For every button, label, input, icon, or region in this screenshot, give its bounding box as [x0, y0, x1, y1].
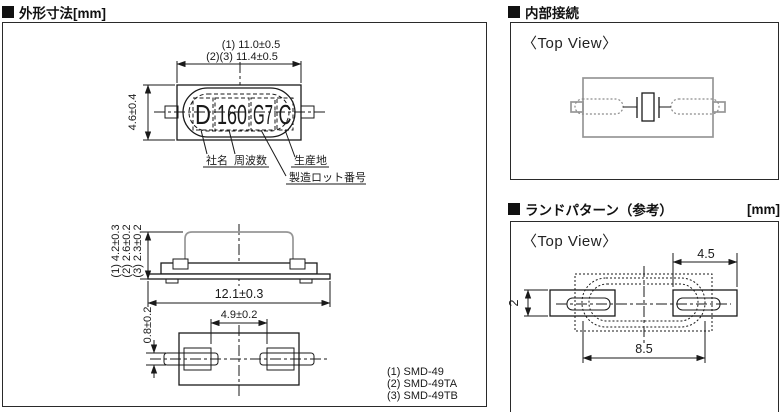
dim-pad-height: 2 — [507, 299, 521, 306]
internal-connection-diagram — [570, 77, 726, 138]
label-lot: 製造ロット番号 — [289, 170, 366, 184]
marking-origin-code: C — [279, 99, 292, 130]
dim-lead-height: 0.8±0.2 — [142, 307, 154, 344]
land-pattern-diagram: 4.5 8.5 2 — [507, 247, 738, 363]
land-pad-left — [549, 289, 616, 317]
marking-lot-code: G7 — [253, 99, 273, 130]
land-topview-label: 〈Top View〉 — [522, 233, 618, 250]
package-outline — [176, 84, 302, 141]
crystal-symbol — [641, 92, 655, 122]
bottom-lead-right — [259, 352, 315, 366]
lead-footprint-right — [676, 297, 721, 311]
outline-drawing: D 160 G7 C (1) 11.0±0.5 (2)(3) 11.4±0.5 … — [110, 39, 458, 402]
metal-cap — [184, 231, 294, 263]
label-origin: 生産地 — [294, 153, 327, 167]
bottom-lead-left — [163, 352, 219, 366]
outline-section-title: 外形寸法[mm] — [19, 6, 106, 21]
top-view-drawing: D 160 G7 C (1) 11.0±0.5 (2)(3) 11.4±0.5 … — [127, 39, 366, 185]
package-type-notes: (1) SMD-49 (2) SMD-49TA (3) SMD-49TB — [387, 366, 458, 402]
section-marker-icon — [508, 6, 520, 18]
dim-pad-pitch: 8.5 — [635, 342, 652, 356]
land-section-header: ランドパターン（参考） [mm] — [508, 199, 780, 219]
internal-pad-right — [670, 98, 720, 115]
component-outline-hidden — [574, 273, 713, 332]
bottom-lead-right-pad — [266, 347, 295, 371]
internal-topview-label: 〈Top View〉 — [522, 35, 618, 52]
dim-height-3: (3) 2.3±0.2 — [132, 224, 144, 277]
marking-company-code: D — [195, 99, 211, 130]
land-pattern-drawing: 4.5 8.5 2 — [507, 247, 738, 363]
land-section-title: ランドパターン（参考） — [525, 203, 673, 218]
outline-panel — [2, 22, 487, 407]
dim-body-width-1: (1) 11.0±0.5 — [222, 39, 280, 51]
bottom-lead-left-pad — [183, 347, 212, 371]
note-smd49tb: (3) SMD-49TB — [387, 390, 458, 402]
outline-section-header: 外形寸法[mm] — [2, 2, 106, 22]
dim-height-2: (2) 2.6±0.2 — [121, 224, 133, 277]
marking-frequency-code: 160 — [217, 99, 247, 130]
internal-section-title: 内部接続 — [525, 6, 579, 21]
land-pad-right — [672, 289, 738, 317]
land-section-unit: [mm] — [747, 201, 780, 217]
bottom-view-drawing: 4.9±0.2 0.8±0.2 — [142, 307, 328, 396]
internal-panel — [510, 22, 779, 180]
section-marker-icon — [508, 203, 520, 215]
dim-pad-width: 4.5 — [697, 247, 714, 261]
internal-connection-drawing — [570, 77, 726, 138]
dim-body-height: 4.6±0.4 — [127, 94, 139, 131]
base-flange — [147, 273, 331, 280]
section-marker-icon — [2, 6, 14, 18]
bottom-body — [178, 332, 300, 386]
note-smd49: (1) SMD-49 — [387, 366, 444, 378]
side-view-drawing: (1) 4.2±0.3 (2) 2.6±0.2 (3) 2.3±0.2 12.1… — [110, 224, 331, 307]
dim-body-width-2: (2)(3) 11.4±0.5 — [206, 51, 278, 63]
internal-section-header: 内部接続 — [508, 2, 579, 22]
dim-lead-span: 4.9±0.2 — [221, 309, 258, 321]
lead-left — [164, 105, 179, 119]
label-frequency: 周波数 — [234, 154, 267, 167]
dim-flange-width: 12.1±0.3 — [215, 287, 264, 301]
internal-package-outline — [582, 77, 714, 138]
label-company: 社名 — [206, 153, 228, 167]
dim-height-1: (1) 4.2±0.3 — [110, 224, 122, 277]
note-smd49ta: (2) SMD-49TA — [387, 378, 458, 390]
lead-footprint-left — [566, 297, 611, 311]
